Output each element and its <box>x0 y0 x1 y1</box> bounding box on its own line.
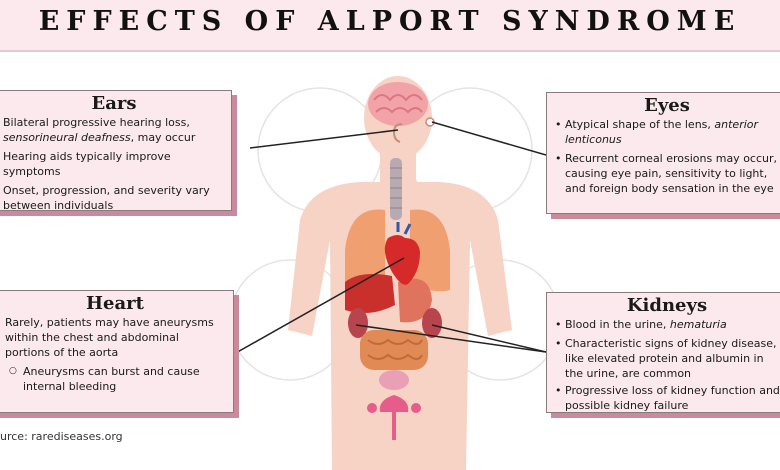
stomach-icon <box>398 278 432 323</box>
kidneys-item-2: Characteristic signs of kidney disease, … <box>553 336 780 381</box>
source-credit: urce: rarediseases.org <box>0 430 123 443</box>
brain-icon <box>368 82 428 126</box>
heart-panel: Heart Rarely, patients may have aneurysm… <box>0 290 234 413</box>
trachea-icon <box>390 158 402 220</box>
ears-panel: Ears Bilateral progressive hearing loss,… <box>0 90 232 212</box>
intestines-icon <box>360 330 428 370</box>
reproductive-organs-icon <box>367 395 421 440</box>
heart-heading: Heart <box>86 293 144 314</box>
bladder-icon <box>379 370 409 390</box>
eyes-item-2: Recurrent corneal erosions may occur, ca… <box>553 151 780 196</box>
heart-subitem-1: Aneurysms can burst and cause internal b… <box>3 364 227 394</box>
lungs-icon <box>345 209 450 292</box>
eyes-panel: Eyes Atypical shape of the lens, anterio… <box>546 92 780 214</box>
kidneys-heading: Kidneys <box>626 295 708 316</box>
eyes-heading: Eyes <box>644 95 690 116</box>
ear-icon <box>392 123 403 143</box>
ears-heading: Ears <box>91 93 137 114</box>
ears-item-1: Bilateral progressive hearing loss, sens… <box>3 116 196 144</box>
ears-item-3: Onset, progression, and severity vary be… <box>3 184 210 212</box>
kidneys-item-1: Blood in the urine, hematuria <box>553 317 780 332</box>
heart-icon <box>384 222 420 285</box>
eyes-item-1: Atypical shape of the lens, anterior len… <box>553 117 780 147</box>
heart-item-1: Rarely, patients may have aneurysms with… <box>5 316 214 359</box>
kidneys-item-3: Progressive loss of kidney function and … <box>553 383 780 413</box>
kidneys-icon <box>348 308 442 338</box>
liver-icon <box>345 274 395 314</box>
connector-lines <box>233 121 547 355</box>
title-bar <box>0 0 780 52</box>
page-title: EFFECTS OF ALPORT SYNDROME <box>38 6 742 37</box>
kidneys-panel: Kidneys Blood in the urine, hematuria Ch… <box>546 292 780 413</box>
ears-item-2: Hearing aids typically improve symptoms <box>3 150 171 178</box>
